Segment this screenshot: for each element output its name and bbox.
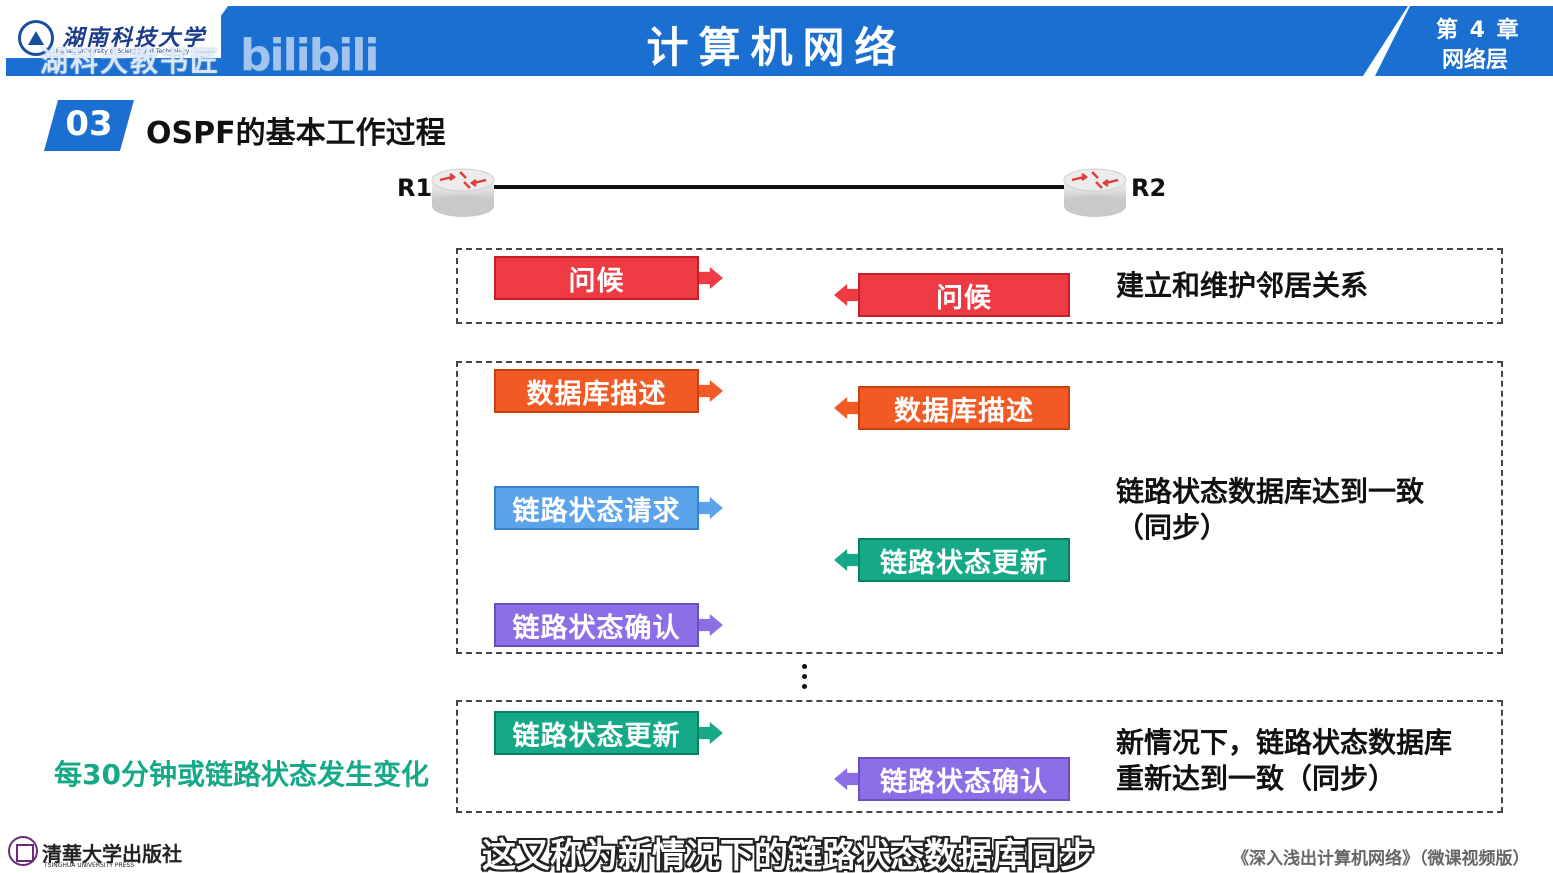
packet-lsack-r1-to-r2: 链路状态确认 (494, 603, 723, 647)
chapter-panel (1375, 6, 1553, 76)
router-r2-icon (1063, 168, 1127, 217)
university-name: 湖南科技大学 (62, 25, 207, 51)
sync-phase-description-line1: 链路状态数据库达到一致 (1116, 475, 1425, 508)
arrow-right-icon (699, 614, 723, 636)
arrow-left-icon (834, 284, 858, 306)
publisher-emblem-icon (8, 836, 38, 866)
update-phase-description-line1: 新情况下，链路状态数据库 (1116, 726, 1453, 759)
router-r1-icon (431, 168, 495, 217)
university-subtitle: Hunan University of Science and Technolo… (56, 48, 190, 55)
vertical-ellipsis-icon (802, 664, 810, 694)
arrow-left-icon (834, 549, 858, 571)
arrow-right-icon (699, 497, 723, 519)
section-title: OSPF的基本工作过程 (146, 116, 446, 151)
section-number: 03 (65, 104, 113, 144)
arrow-right-icon (699, 380, 723, 402)
section-badge (44, 100, 134, 151)
packet-label: 问候 (858, 273, 1070, 317)
book-title: 《深入浅出计算机网络》（微课视频版） (1232, 849, 1530, 869)
update-phase-description-line2: 重新达到一致（同步） (1116, 762, 1397, 795)
update-trigger-note: 每30分钟或链路状态发生变化 (54, 758, 429, 791)
packet-lsack-r2-to-r1: 链路状态确认 (834, 757, 1070, 801)
packet-lsu-r1-to-r2: 链路状态更新 (494, 711, 723, 755)
router-r2-label: R2 (1131, 174, 1167, 202)
update-phase-box (456, 700, 1503, 813)
sync-phase-description-line2: （同步） (1116, 511, 1229, 544)
packet-hello-r2-to-r1: 问候 (834, 273, 1070, 317)
packet-label: 数据库描述 (494, 369, 699, 413)
university-logo-area: 湖南科技大学 Hunan University of Science and T… (6, 6, 221, 76)
banner-center-bar (178, 6, 1408, 76)
neighbor-phase-description: 建立和维护邻居关系 (1116, 269, 1369, 302)
chapter-name: 网络层 (1442, 48, 1509, 73)
publisher-subtitle: TSINGHUA UNIVERSITY PRESS (44, 862, 135, 869)
packet-hello-r1-to-r2: 问候 (494, 256, 723, 300)
router-r1-label: R1 (397, 174, 433, 202)
packet-label: 链路状态更新 (494, 711, 699, 755)
arrow-left-icon (834, 397, 858, 419)
arrow-right-icon (699, 267, 723, 289)
packet-label: 数据库描述 (858, 386, 1070, 430)
packet-dbd-r2-to-r1: 数据库描述 (834, 386, 1070, 430)
network-link-line (494, 185, 1066, 189)
channel-watermark: 湖科大教书匠 (40, 45, 221, 78)
chapter-number: 第 4 章 (1436, 18, 1521, 43)
arrow-left-icon (834, 768, 858, 790)
bilibili-watermark: bilibili (240, 30, 379, 81)
packet-label: 问候 (494, 256, 699, 300)
packet-label: 链路状态确认 (858, 757, 1070, 801)
packet-label: 链路状态请求 (494, 486, 699, 530)
arrow-right-icon (699, 722, 723, 744)
university-strip (6, 58, 221, 74)
neighbor-phase-box (456, 248, 1503, 324)
sync-phase-box (456, 361, 1503, 654)
packet-label: 链路状态更新 (858, 538, 1070, 582)
packet-label: 链路状态确认 (494, 603, 699, 647)
packet-dbd-r1-to-r2: 数据库描述 (494, 369, 723, 413)
packet-lsr-r1-to-r2: 链路状态请求 (494, 486, 723, 530)
course-title: 计算机网络 (646, 23, 907, 72)
publisher-name: 清華大学出版社 (42, 842, 182, 866)
packet-lsu-r2-to-r1: 链路状态更新 (834, 538, 1070, 582)
university-emblem-icon (18, 20, 54, 56)
header-banner: 湖南科技大学 Hunan University of Science and T… (0, 0, 1553, 81)
video-subtitle: 这又称为新情况下的链路状态数据库同步 (482, 836, 1094, 873)
